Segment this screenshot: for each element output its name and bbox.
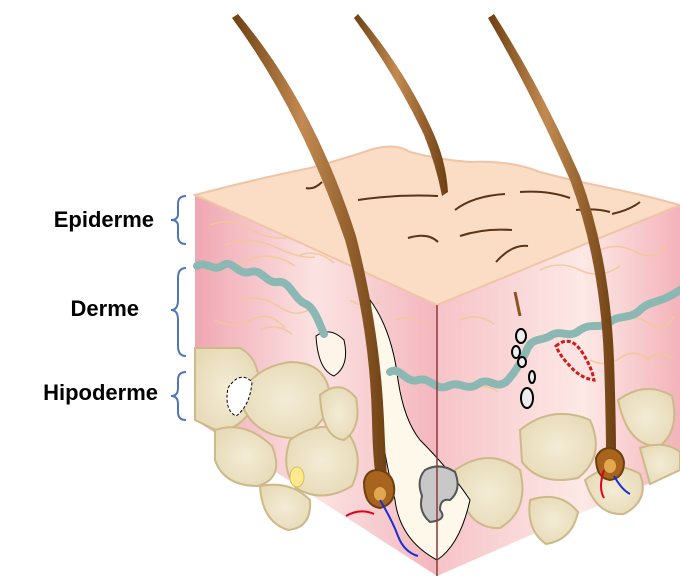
label-hypodermis: Hipoderme: [43, 380, 158, 406]
bracket-hypodermis: [171, 372, 186, 420]
layer-brackets: [171, 196, 186, 420]
bracket-epidermis: [171, 196, 186, 244]
label-epidermis: Epiderme: [54, 207, 154, 233]
label-dermis: Derme: [71, 296, 139, 322]
bracket-dermis: [171, 268, 186, 356]
fat-gland-yellow: [290, 467, 304, 487]
